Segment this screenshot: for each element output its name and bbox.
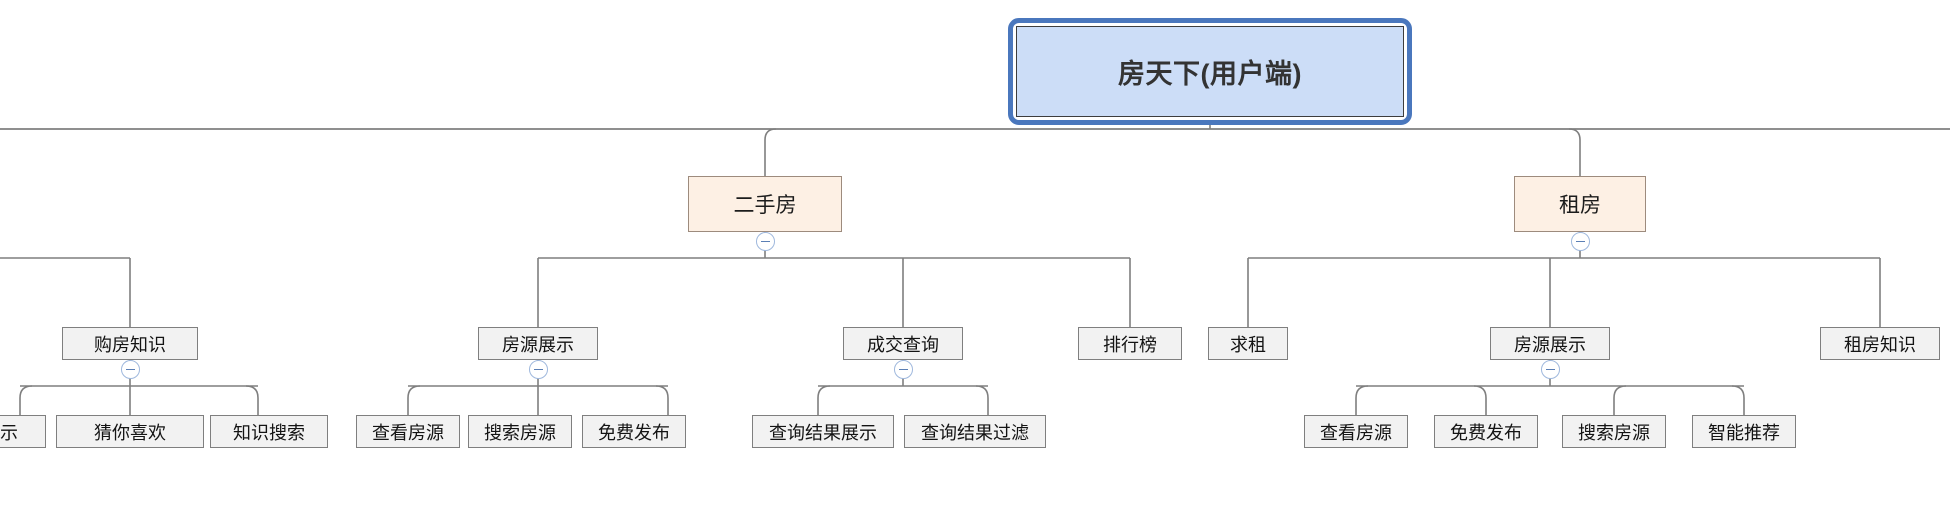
- leaf-chakanfangyuan-zufang[interactable]: 查看房源: [1304, 415, 1408, 448]
- leaf-suosuofangyuan-ershoufang[interactable]: 搜索房源: [468, 415, 572, 448]
- collapse-toggle-zufang[interactable]: [1570, 232, 1590, 251]
- node-zufang[interactable]: 租房: [1514, 176, 1646, 232]
- node-paihangbang[interactable]: 排行榜: [1078, 327, 1182, 360]
- leaf-suosuofangyuan-zufang[interactable]: 搜索房源: [1562, 415, 1666, 448]
- minus-icon: [125, 368, 135, 371]
- minus-icon: [533, 368, 543, 371]
- leaf-chaxunjieguoguolv[interactable]: 查询结果过滤: [904, 415, 1046, 448]
- node-ershoufang[interactable]: 二手房: [688, 176, 842, 232]
- collapse-toggle-fangyuanzhanshi-ershoufang[interactable]: [528, 360, 548, 379]
- collapse-toggle-ershoufang[interactable]: [755, 232, 775, 251]
- node-fangyuanzhanshi-zufang[interactable]: 房源展示: [1490, 327, 1610, 360]
- minus-icon: [898, 368, 908, 371]
- leaf-zhishizhanshi[interactable]: 展示: [0, 415, 46, 448]
- leaf-zhishisousuo[interactable]: 知识搜索: [210, 415, 328, 448]
- leaf-chaxunjieguozhanshi[interactable]: 查询结果展示: [752, 415, 894, 448]
- root-node-fangtianxia[interactable]: 房天下(用户端): [1016, 26, 1404, 117]
- node-zufangzhishi[interactable]: 租房知识: [1820, 327, 1940, 360]
- minus-icon: [1575, 240, 1585, 243]
- leaf-cainixihuan[interactable]: 猜你喜欢: [56, 415, 204, 448]
- minus-icon: [1545, 368, 1555, 371]
- collapse-toggle-goufangzhishi[interactable]: [120, 360, 140, 379]
- leaf-zhinengtuijian-zufang[interactable]: 智能推荐: [1692, 415, 1796, 448]
- node-qiuzu[interactable]: 求租: [1208, 327, 1288, 360]
- root-selection-outline: [1008, 18, 1412, 125]
- minus-icon: [760, 240, 770, 243]
- node-chengjiaochaxun[interactable]: 成交查询: [843, 327, 963, 360]
- leaf-chakanfangyuan-ershoufang[interactable]: 查看房源: [356, 415, 460, 448]
- node-goufangzhishi[interactable]: 购房知识: [62, 327, 198, 360]
- collapse-toggle-chengjiaochaxun[interactable]: [893, 360, 913, 379]
- node-fangyuanzhanshi-ershoufang[interactable]: 房源展示: [478, 327, 598, 360]
- collapse-toggle-fangyuanzhanshi-zufang[interactable]: [1540, 360, 1560, 379]
- leaf-mianfeifabu-zufang[interactable]: 免费发布: [1434, 415, 1538, 448]
- leaf-mianfeifabu-ershoufang[interactable]: 免费发布: [582, 415, 686, 448]
